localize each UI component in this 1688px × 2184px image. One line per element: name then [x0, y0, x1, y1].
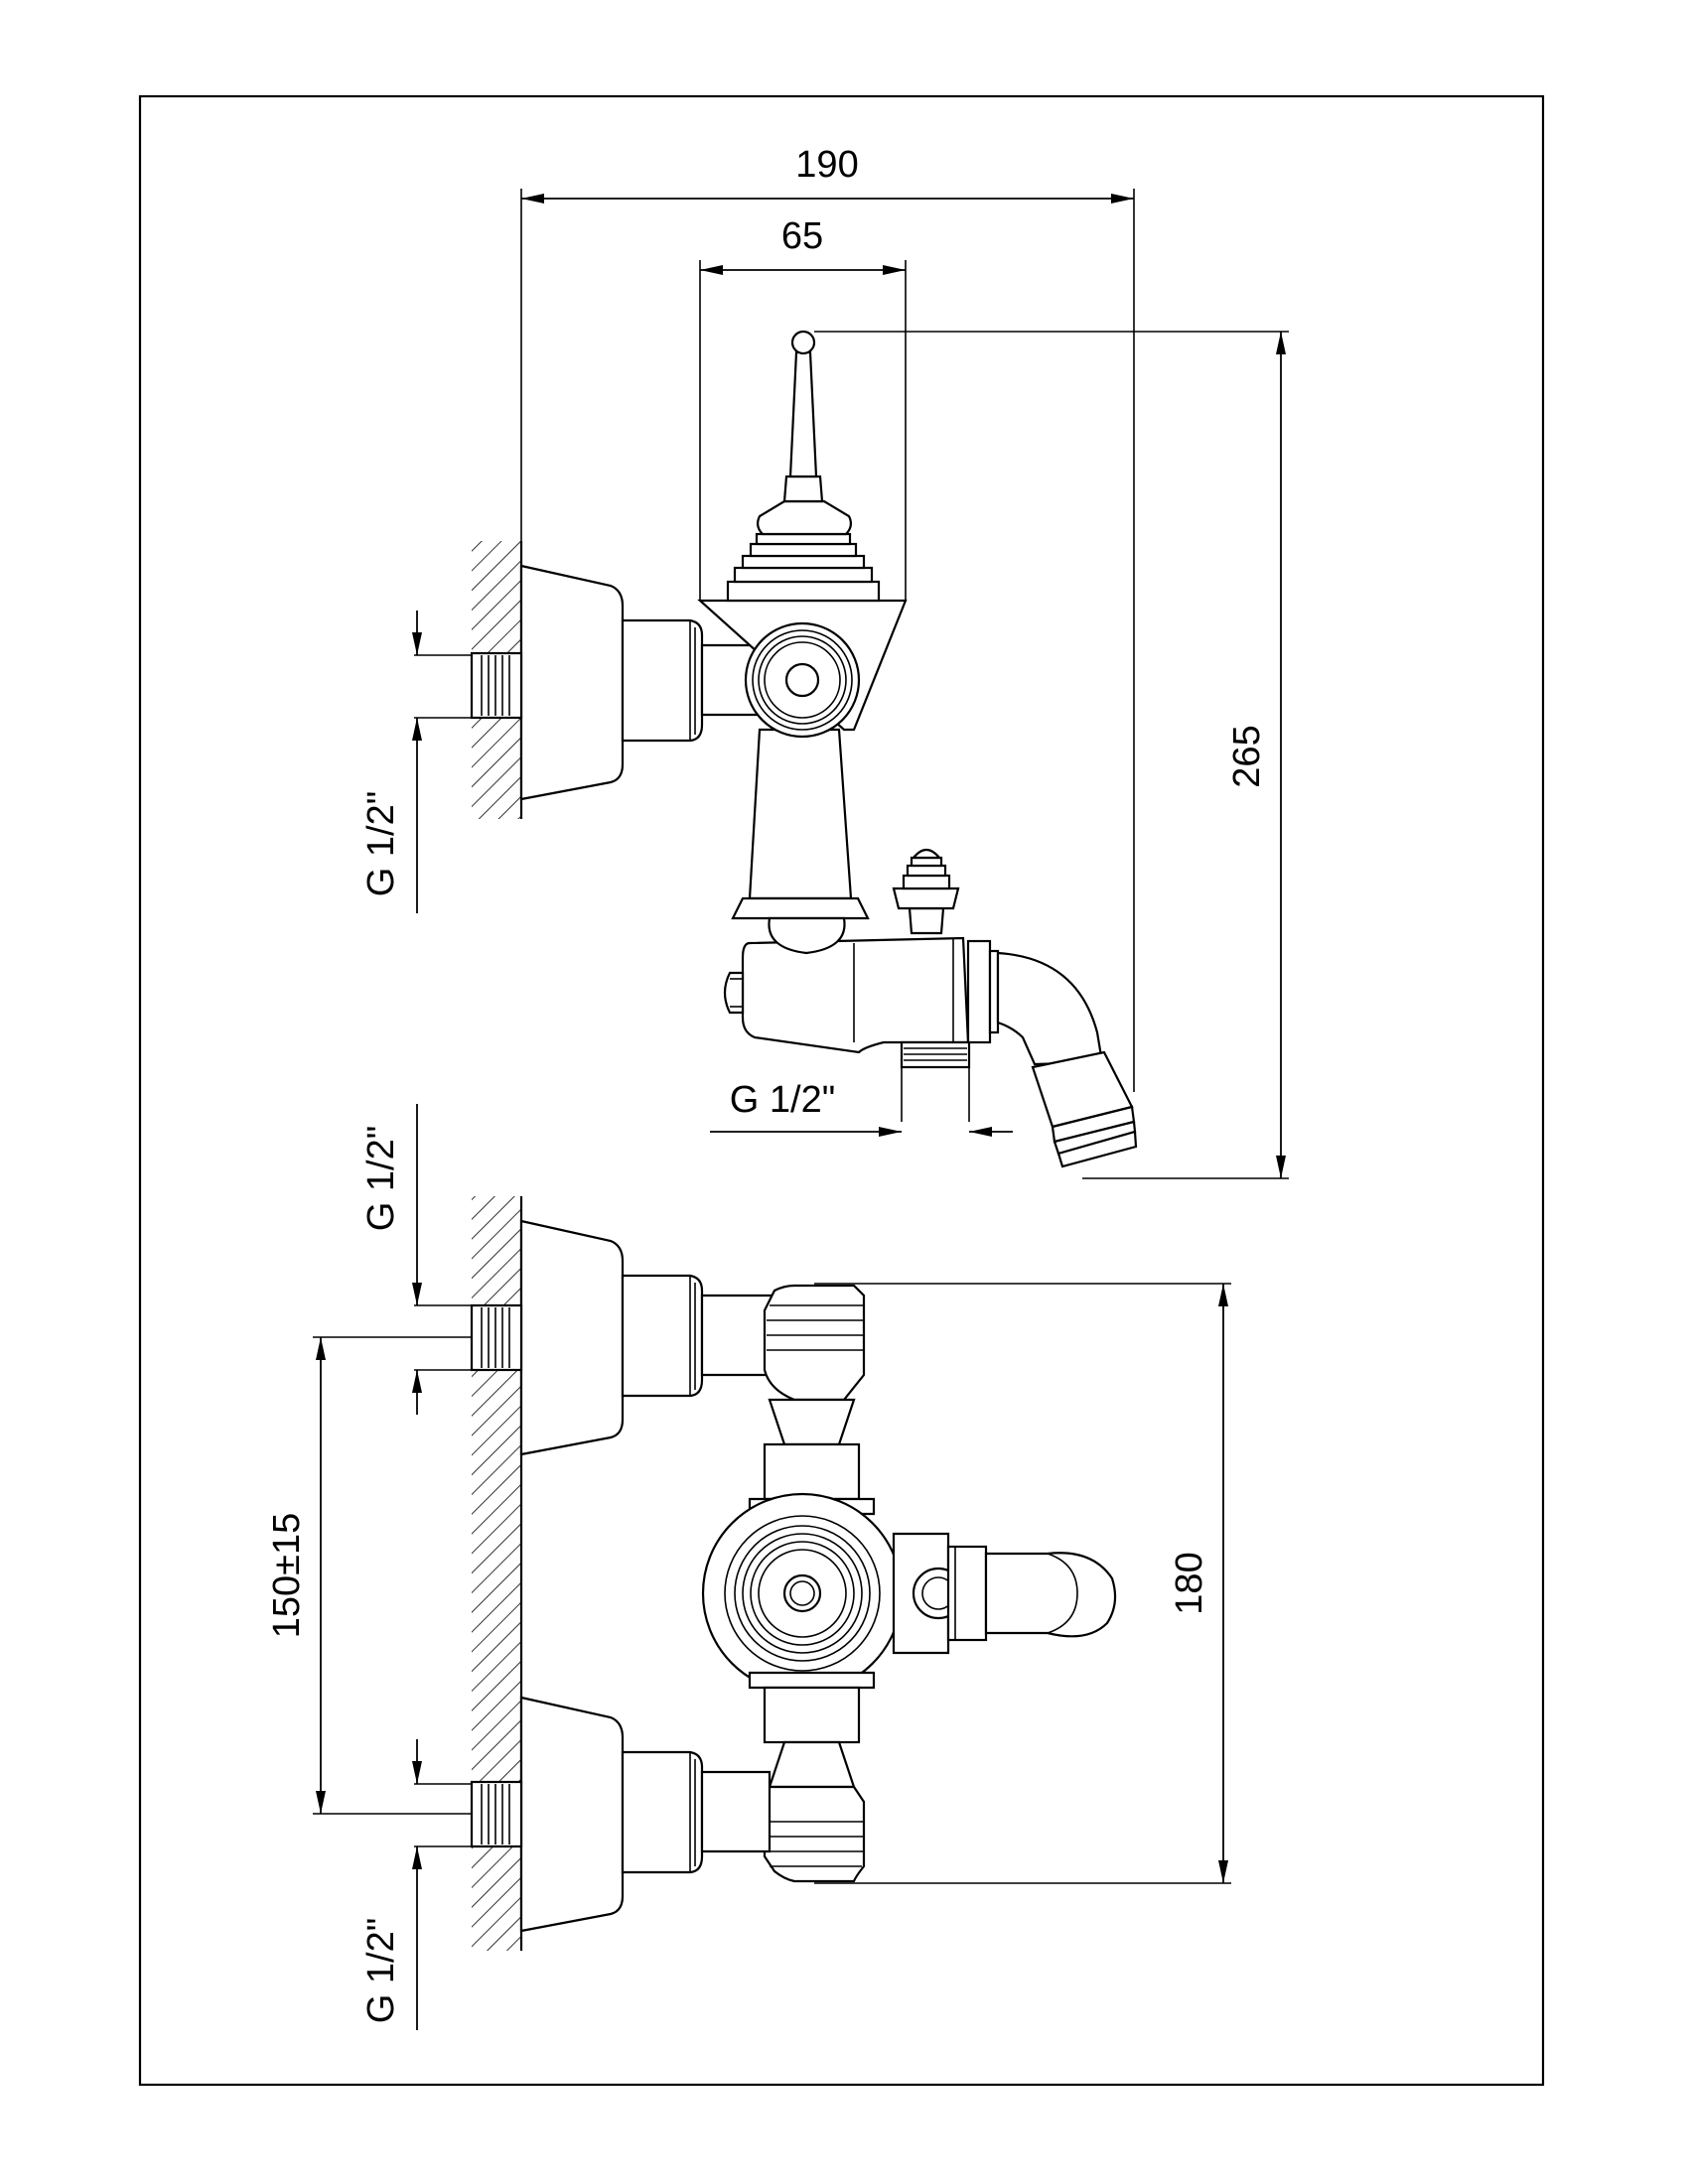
- dimension-inlet-spacing: 150±15: [266, 1336, 472, 1815]
- front-upper-inlet: [470, 1219, 776, 1456]
- front-lower-cap: [748, 1671, 876, 1883]
- dimension-overall-width: 190: [520, 144, 1135, 1092]
- dimension-front-top-thread: G 1/2": [360, 1104, 472, 1415]
- label-front-bottom-thread: G 1/2": [360, 1918, 402, 2023]
- label-side-outlet-thread: G 1/2": [730, 1079, 835, 1121]
- side-spout: [966, 939, 1138, 1168]
- side-view: [470, 330, 1138, 1168]
- dimension-side-outlet-thread: G 1/2": [710, 1079, 1013, 1137]
- front-upper-cap: [748, 1284, 876, 1516]
- front-view: [470, 1196, 1117, 1951]
- label-handle-width: 65: [781, 215, 823, 257]
- side-handle-base: [726, 475, 881, 603]
- dimension-front-height: 180: [814, 1283, 1231, 1884]
- side-rotary-knob: [744, 621, 861, 739]
- dimension-overall-height: 265: [814, 331, 1289, 1179]
- front-thermostat-knob: [701, 1492, 904, 1695]
- side-eccentric-nut: [621, 618, 704, 743]
- side-diverter-body: [723, 916, 970, 1054]
- side-pillar-collar: [731, 896, 870, 920]
- side-lever-tip: [790, 330, 816, 355]
- label-inlet-spacing: 150±15: [266, 1513, 308, 1639]
- label-overall-height: 265: [1226, 725, 1268, 787]
- side-outlet-thread: [900, 1040, 971, 1122]
- side-escutcheon: [519, 564, 625, 801]
- drawing-frame: [138, 94, 1545, 2087]
- front-diverter: [892, 1532, 1117, 1655]
- label-front-height: 180: [1169, 1552, 1210, 1614]
- dimension-side-inlet-thread: G 1/2": [360, 611, 472, 913]
- label-front-top-thread: G 1/2": [360, 1126, 402, 1231]
- side-pillar: [748, 728, 853, 900]
- side-lever: [788, 350, 818, 478]
- label-side-inlet-thread: G 1/2": [360, 791, 402, 896]
- dimension-handle-width: 65: [699, 215, 907, 601]
- dimension-front-bottom-thread: G 1/2": [360, 1739, 472, 2030]
- side-inlet-thread: [470, 651, 523, 720]
- label-overall-width: 190: [795, 144, 858, 186]
- side-diverter-knob: [892, 848, 960, 935]
- front-lower-inlet: [470, 1696, 772, 1933]
